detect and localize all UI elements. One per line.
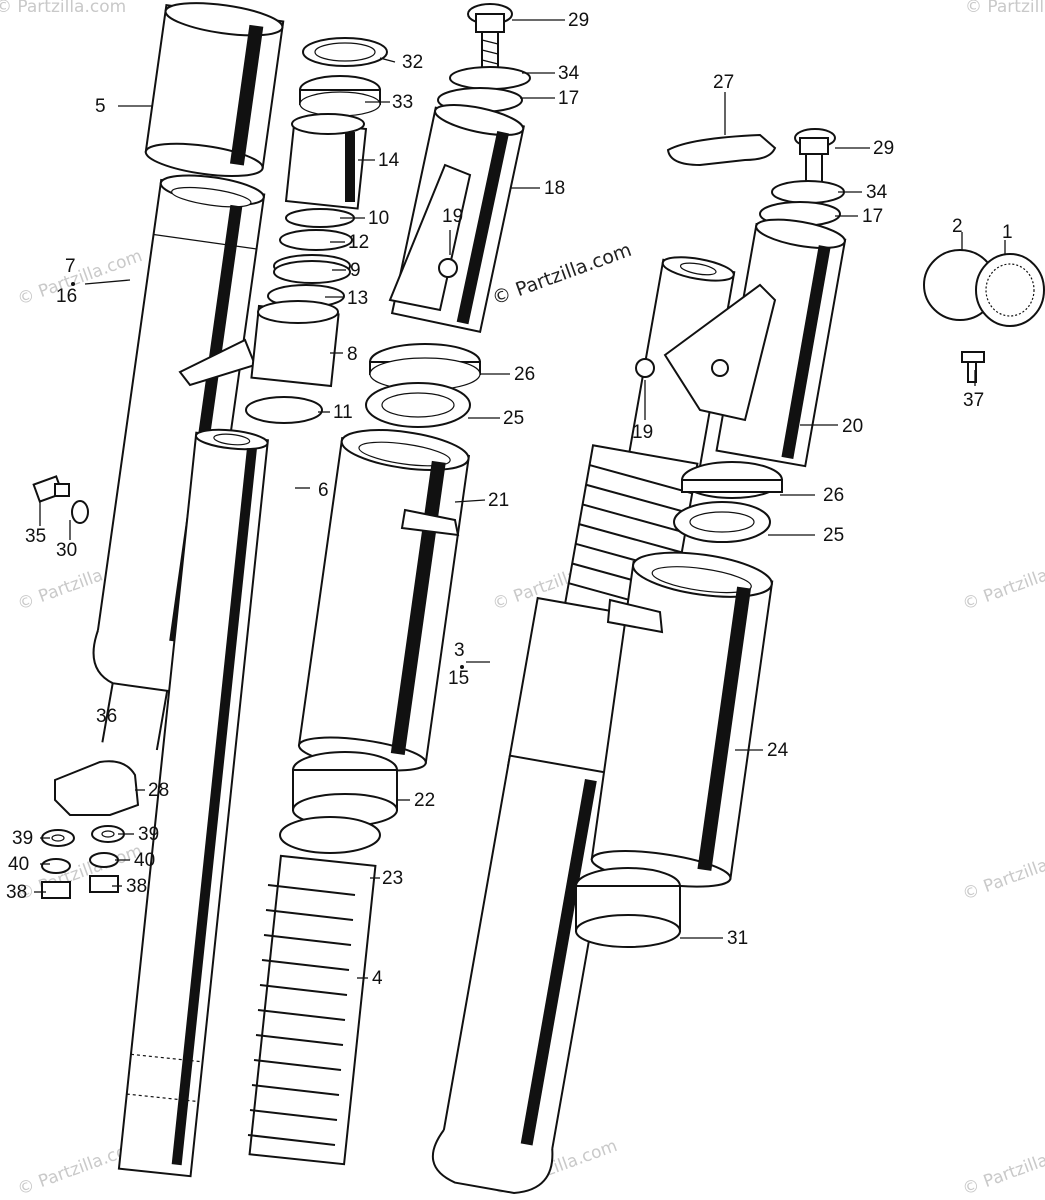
part-29-bolt-right	[794, 128, 836, 187]
callout-5: 5	[95, 96, 106, 117]
part-5-cover	[144, 2, 285, 177]
hardware-left	[41, 829, 75, 899]
callout-28: 28	[148, 780, 169, 801]
watermark-main: © Partzilla.com	[489, 239, 634, 310]
callout-19a: 19	[442, 206, 463, 227]
part-12-washer	[279, 229, 353, 251]
callout-39b: 39	[138, 824, 159, 845]
callout-18: 18	[544, 178, 565, 199]
callout-30: 30	[56, 540, 77, 561]
part-19-grommet-right	[635, 358, 655, 378]
watermark: © Partzilla.com	[0, 0, 126, 17]
callout-3: 3	[454, 640, 465, 661]
part-35-bolt	[32, 475, 70, 503]
bracket-hole	[711, 359, 729, 377]
part-37-screw	[961, 351, 985, 383]
callout-13: 13	[347, 288, 368, 309]
callout-4: 4	[372, 968, 383, 989]
watermark: © Partzilla.com	[960, 551, 1045, 615]
callout-26a: 26	[514, 364, 535, 385]
callout-24: 24	[767, 740, 789, 761]
part-34-washer-right	[771, 180, 845, 204]
callout-36: 36	[96, 706, 117, 727]
callout-15: 15	[448, 668, 469, 689]
callout-17a: 17	[558, 88, 579, 109]
part-25-seal-right	[673, 501, 771, 543]
callout-29b: 29	[873, 138, 894, 159]
cover-tab-right	[606, 598, 664, 634]
part-33-ring	[299, 75, 381, 117]
part-4-spring	[247, 854, 377, 1166]
part-29-bolt	[467, 3, 513, 73]
callout-32: 32	[402, 52, 423, 73]
callout-11: 11	[333, 402, 353, 423]
callout-34a: 34	[558, 63, 580, 84]
part-31-spring-seat	[575, 867, 681, 948]
cover-tab	[400, 508, 460, 537]
callout-31: 31	[727, 928, 748, 949]
callout-9: 9	[350, 260, 361, 281]
callout-26b: 26	[823, 485, 844, 506]
part-24-lower-cover-right	[590, 551, 774, 888]
callout-17b: 17	[862, 206, 883, 227]
callout-38b: 38	[126, 876, 147, 897]
callout-22: 22	[414, 790, 435, 811]
parts	[32, 2, 1045, 1194]
callout-40a: 40	[8, 854, 29, 875]
part-14-bushing	[284, 113, 368, 210]
callout-39a: 39	[12, 828, 33, 849]
watermark: © Partzilla.com	[960, 1136, 1045, 1200]
part-9-ring	[273, 254, 351, 284]
callout-25b: 25	[823, 525, 844, 546]
callout-14: 14	[378, 150, 400, 171]
part-26-ring-right	[681, 461, 783, 499]
part-21-lower-cover	[297, 429, 471, 772]
part-22-spring-seat	[292, 751, 398, 827]
callout-20: 20	[842, 416, 863, 437]
part-28-axle-clamp	[54, 760, 140, 816]
callout-33: 33	[392, 92, 413, 113]
callout-37: 37	[963, 390, 984, 411]
callout-8: 8	[347, 344, 358, 365]
part-8-bushing	[250, 300, 340, 388]
watermark: © Partzilla.com	[15, 246, 145, 310]
part-34-washer	[449, 66, 531, 90]
callout-6: 6	[318, 480, 329, 501]
callout-16: 16	[56, 286, 77, 307]
part-32-oil-seal	[302, 37, 388, 67]
watermark: © Partzilla.com	[960, 841, 1045, 905]
watermark: © Partzilla.com	[965, 0, 1045, 17]
callout-labels: 1 2 3 15 4 5 6 7 16 8 9 10 11 12 13 14 1…	[6, 10, 1013, 989]
part-11-ring	[245, 396, 323, 424]
callout-40b: 40	[134, 850, 155, 871]
callout-dots	[71, 282, 464, 669]
callout-19b: 19	[632, 422, 653, 443]
leader-lines	[34, 19, 1006, 979]
part-1-reflector-lens	[975, 253, 1045, 327]
callout-34b: 34	[866, 182, 888, 203]
callout-25a: 25	[503, 408, 524, 429]
callout-2: 2	[952, 216, 963, 237]
callout-27: 27	[713, 72, 734, 93]
part-23-ring	[279, 816, 381, 854]
headlight-bracket-right	[663, 283, 777, 422]
callout-38a: 38	[6, 882, 27, 903]
callout-23: 23	[382, 868, 403, 889]
callout-1: 1	[1002, 222, 1013, 243]
part-19-grommet	[438, 258, 458, 278]
part-26-ring	[369, 343, 481, 391]
callout-35: 35	[25, 526, 46, 547]
hardware-right	[89, 825, 125, 893]
callout-21: 21	[488, 490, 509, 511]
headlight-bracket	[388, 163, 472, 312]
part-30-washer	[71, 500, 89, 524]
callout-12: 12	[348, 232, 369, 253]
part-25-seal	[365, 382, 471, 428]
part-6-inner-tube-left	[117, 428, 269, 1178]
callout-10: 10	[368, 208, 389, 229]
callout-7: 7	[65, 256, 76, 277]
part-27-plate	[666, 133, 777, 167]
callout-29a: 29	[568, 10, 589, 31]
